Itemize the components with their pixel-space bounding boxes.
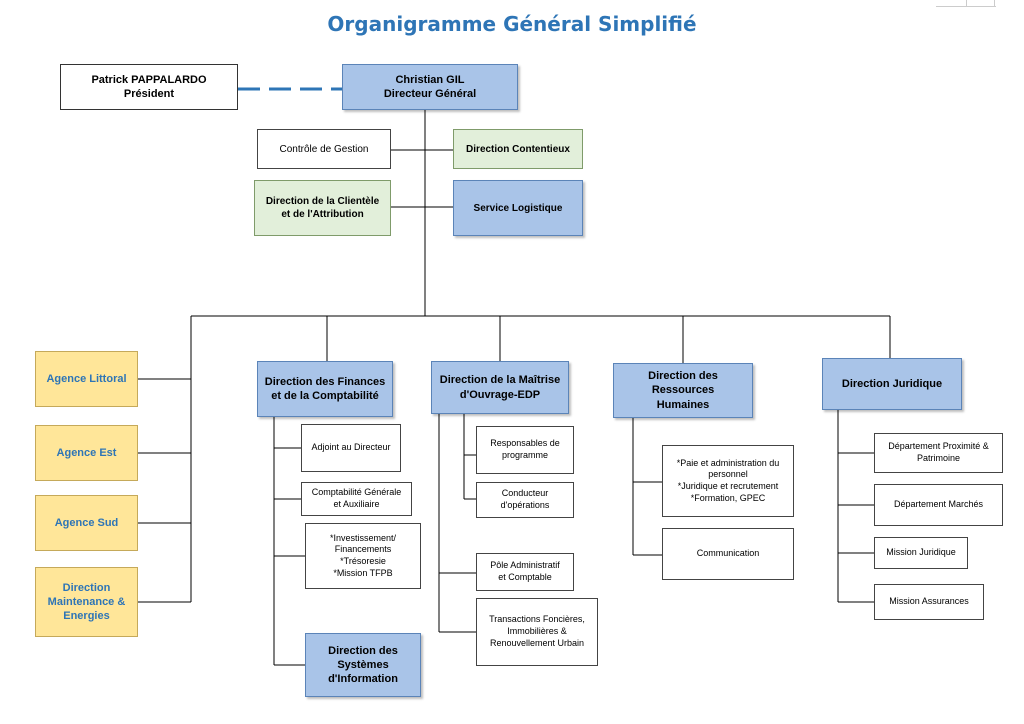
person-name: Christian GIL bbox=[395, 73, 465, 86]
transactions-foncieres-box: Transactions Foncières, Immobilières & R… bbox=[476, 598, 598, 666]
agence-sud-box: Agence Sud bbox=[35, 495, 138, 551]
responsables-programme-box: Responsables de programme bbox=[476, 426, 574, 474]
departement-proximite-box: Département Proximité & Patrimoine bbox=[874, 433, 1003, 473]
service-logistique-box: Service Logistique bbox=[453, 180, 583, 236]
direction-ressources-humaines-box: Direction des Ressources Humaines bbox=[613, 363, 753, 418]
person-name: Patrick PAPPALARDO bbox=[91, 73, 207, 86]
pole-administratif-box: Pôle Administratif et Comptable bbox=[476, 553, 574, 591]
communication-box: Communication bbox=[662, 528, 794, 580]
direction-maintenance-box: Direction Maintenance & Energies bbox=[35, 567, 138, 637]
mission-assurances-box: Mission Assurances bbox=[874, 584, 984, 620]
window-controls-strip bbox=[936, 0, 996, 7]
direction-systemes-information-box: Direction des Systèmes d'Information bbox=[305, 633, 421, 697]
chart-title: Organigramme Général Simplifié bbox=[327, 12, 697, 36]
agence-littoral-box: Agence Littoral bbox=[35, 351, 138, 407]
direction-finances-box: Direction des Finances et de la Comptabi… bbox=[257, 361, 393, 417]
conducteur-operations-box: Conducteur d'opérations bbox=[476, 482, 574, 518]
direction-clientele-box: Direction de la Clientèle et de l'Attrib… bbox=[254, 180, 391, 236]
direction-juridique-box: Direction Juridique bbox=[822, 358, 962, 410]
comptabilite-generale-box: Comptabilité Générale et Auxiliaire bbox=[301, 482, 412, 516]
directeur-general-box: Christian GIL Directeur Général bbox=[342, 64, 518, 110]
direction-contentieux-box: Direction Contentieux bbox=[453, 129, 583, 169]
president-box: Patrick PAPPALARDO Président bbox=[60, 64, 238, 110]
departement-marches-box: Département Marchés bbox=[874, 484, 1003, 526]
investissement-box: *Investissement/ Financements *Trésoresi… bbox=[305, 523, 421, 589]
adjoint-directeur-box: Adjoint au Directeur bbox=[301, 424, 401, 472]
mission-juridique-box: Mission Juridique bbox=[874, 537, 968, 569]
direction-maitrise-ouvrage-box: Direction de la Maîtrise d'Ouvrage-EDP bbox=[431, 361, 569, 414]
person-role: Directeur Général bbox=[383, 88, 477, 100]
agence-est-box: Agence Est bbox=[35, 425, 138, 481]
controle-gestion-box: Contrôle de Gestion bbox=[257, 129, 391, 169]
person-role: Président bbox=[123, 88, 175, 100]
paie-administration-box: *Paie et administration du personnel *Ju… bbox=[662, 445, 794, 517]
